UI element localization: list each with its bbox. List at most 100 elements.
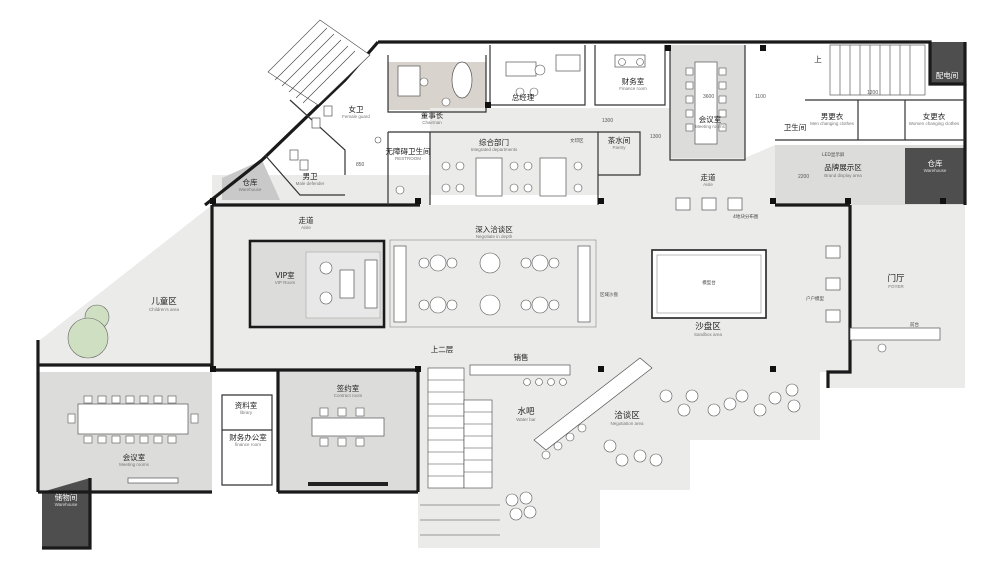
label-vip-room: VIP室 xyxy=(275,270,295,280)
contract-room-furniture xyxy=(308,407,388,486)
svg-text:Brand display area: Brand display area xyxy=(824,173,862,178)
integrated-dept-furniture xyxy=(441,157,583,197)
label-power-room: 配电间 xyxy=(936,70,959,80)
svg-text:finance room: finance room xyxy=(235,442,261,447)
interior-walls xyxy=(221,45,965,486)
svg-text:3600: 3600 xyxy=(703,94,714,100)
meeting-top-furniture xyxy=(685,61,727,145)
meeting-bottom-furniture xyxy=(67,395,199,484)
svg-text:Pantry: Pantry xyxy=(612,145,626,150)
children-play-circles xyxy=(67,304,110,359)
label-deep-negotiation: 深入洽谈区 xyxy=(475,224,513,234)
label-sandbox: 沙盘区 xyxy=(695,321,721,332)
svg-text:Meeting rooms: Meeting rooms xyxy=(695,124,726,129)
svg-text:library: library xyxy=(240,410,253,415)
label-meeting-bottom: 会议室 xyxy=(123,452,146,462)
dimension-labels: 3600 1100 1200 1300 1300 2200 850 xyxy=(356,90,878,180)
stair-center xyxy=(420,367,500,536)
svg-text:850: 850 xyxy=(356,162,365,168)
stair-top-left xyxy=(267,19,371,106)
label-male-wc: 男卫 xyxy=(303,172,318,181)
household-models xyxy=(675,197,841,323)
svg-text:Negotiation area: Negotiation area xyxy=(610,421,644,426)
room-labels: 董事长 Chairman 总经理 财务室 Finance room 会议室 Me… xyxy=(55,70,960,507)
structural-columns xyxy=(210,45,946,372)
svg-text:Aisle: Aisle xyxy=(703,182,713,187)
label-female-wc: 女卫 xyxy=(349,104,364,114)
power-room-fill xyxy=(930,42,964,84)
svg-text:Integrated departments: Integrated departments xyxy=(471,147,518,152)
svg-text:Finance room: Finance room xyxy=(619,86,647,91)
label-accessible-wc: 无障碍卫生间 xyxy=(386,146,431,156)
svg-text:1300: 1300 xyxy=(602,118,613,124)
label-aisle-right: 走道 xyxy=(701,172,716,182)
svg-text:Male defender: Male defender xyxy=(296,181,325,186)
svg-text:Contract room: Contract room xyxy=(334,393,363,398)
label-front-desk: 前台 xyxy=(910,321,919,328)
label-up-second-floor: 上二层 xyxy=(431,345,454,354)
label-led-screen: LED显示屏 xyxy=(822,152,845,158)
deep-negotiation-furniture xyxy=(389,239,597,328)
label-up: 上 xyxy=(814,55,822,64)
svg-text:1100: 1100 xyxy=(755,94,766,100)
svg-text:Warehouse: Warehouse xyxy=(924,168,947,173)
svg-text:Water bar: Water bar xyxy=(516,417,536,422)
label-toilet-top: 卫生间 xyxy=(784,122,807,132)
svg-text:Women changing clothes: Women changing clothes xyxy=(909,121,960,126)
label-general-manager: 总经理 xyxy=(512,92,535,102)
label-warehouse-left: 仓库 xyxy=(243,177,258,187)
label-brand-display: 品牌展示区 xyxy=(824,162,862,172)
svg-text:RESTROOM: RESTROOM xyxy=(395,156,421,161)
svg-text:Warehouse: Warehouse xyxy=(55,502,78,507)
svg-text:Aisle: Aisle xyxy=(301,225,311,230)
label-sales: 销售 xyxy=(514,352,529,362)
label-male-changing: 男更衣 xyxy=(821,111,844,121)
label-chairman: 董事长 xyxy=(421,110,444,120)
label-household-model: 户户模型 xyxy=(806,295,824,302)
finance-furniture xyxy=(614,54,646,68)
label-storage-room: 储物间 xyxy=(55,492,78,502)
wc-fixtures xyxy=(289,105,405,195)
front-desk xyxy=(849,327,941,353)
label-water-bar: 水吧 xyxy=(517,406,535,417)
label-warehouse-right: 仓库 xyxy=(928,158,943,168)
svg-text:2200: 2200 xyxy=(798,174,809,180)
svg-text:Female guard: Female guard xyxy=(342,114,370,119)
label-area-sand-table: 区域沙盘 xyxy=(600,291,618,298)
label-display-board: 4地块分布图 xyxy=(733,213,759,220)
svg-text:1200: 1200 xyxy=(867,90,878,96)
svg-text:Negotiate in depth: Negotiate in depth xyxy=(476,234,513,239)
negotiation-chairs xyxy=(505,383,801,521)
water-bar-counter xyxy=(469,357,653,460)
warehouse-right-fill xyxy=(905,148,965,204)
stair-top-right xyxy=(829,44,926,96)
svg-text:VIP Room: VIP Room xyxy=(275,280,296,285)
svg-text:Children's area: Children's area xyxy=(149,307,180,312)
svg-text:Sandbox area: Sandbox area xyxy=(694,332,723,337)
label-aisle-left: 走道 xyxy=(299,215,314,225)
vip-room xyxy=(248,239,386,329)
label-integrated-dept: 综合部门 xyxy=(479,137,509,147)
svg-text:Warehouse: Warehouse xyxy=(239,187,262,192)
label-model-table: 模型台 xyxy=(702,279,716,286)
chairman-furniture xyxy=(397,61,473,107)
label-contract-room: 签约室 xyxy=(337,383,360,393)
storage-room-fill xyxy=(42,478,90,548)
label-female-changing: 女更衣 xyxy=(923,111,946,121)
sandbox-model xyxy=(651,249,767,319)
svg-text:Meeting rooms: Meeting rooms xyxy=(119,462,150,467)
label-foyer: 门厅 xyxy=(887,273,905,284)
label-finance-room: 财务室 xyxy=(622,76,645,86)
svg-text:FOYER: FOYER xyxy=(888,284,904,289)
gm-furniture xyxy=(505,54,581,97)
label-meeting-top: 会议室 xyxy=(699,114,722,124)
label-secretary: 文印区 xyxy=(570,137,584,144)
label-negotiation-area: 洽谈区 xyxy=(614,410,640,421)
label-pantry: 茶水间 xyxy=(608,135,631,145)
svg-text:Chairman: Chairman xyxy=(422,120,442,125)
label-data-room: 资料室 xyxy=(235,400,258,410)
svg-text:1300: 1300 xyxy=(650,134,661,140)
label-finance-office: 财务办公室 xyxy=(229,432,267,442)
label-childrens-area: 儿童区 xyxy=(151,296,177,307)
